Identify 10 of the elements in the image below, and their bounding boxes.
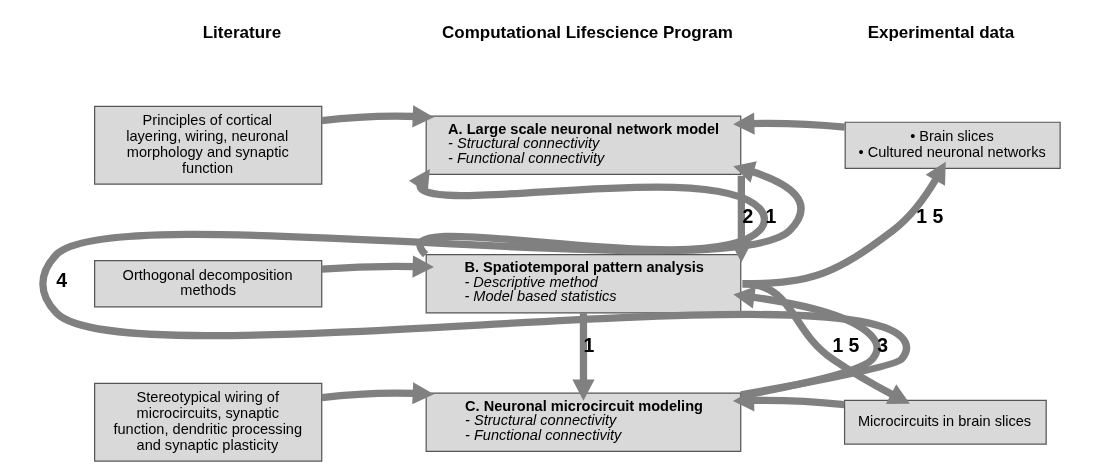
edge-label: 1 [765, 204, 776, 227]
label: Literature [202, 23, 281, 43]
edge-label: 1 5 [915, 204, 943, 227]
label: Computational Lifescience Program [441, 23, 733, 43]
label: Experimental data [867, 23, 1014, 43]
edge-label: 4 [55, 269, 67, 292]
edge-label: 3 [876, 333, 888, 356]
edge-label: 1 5 [831, 333, 859, 356]
edge-label: 1 [582, 333, 594, 356]
edge-label: 2 [742, 204, 753, 227]
